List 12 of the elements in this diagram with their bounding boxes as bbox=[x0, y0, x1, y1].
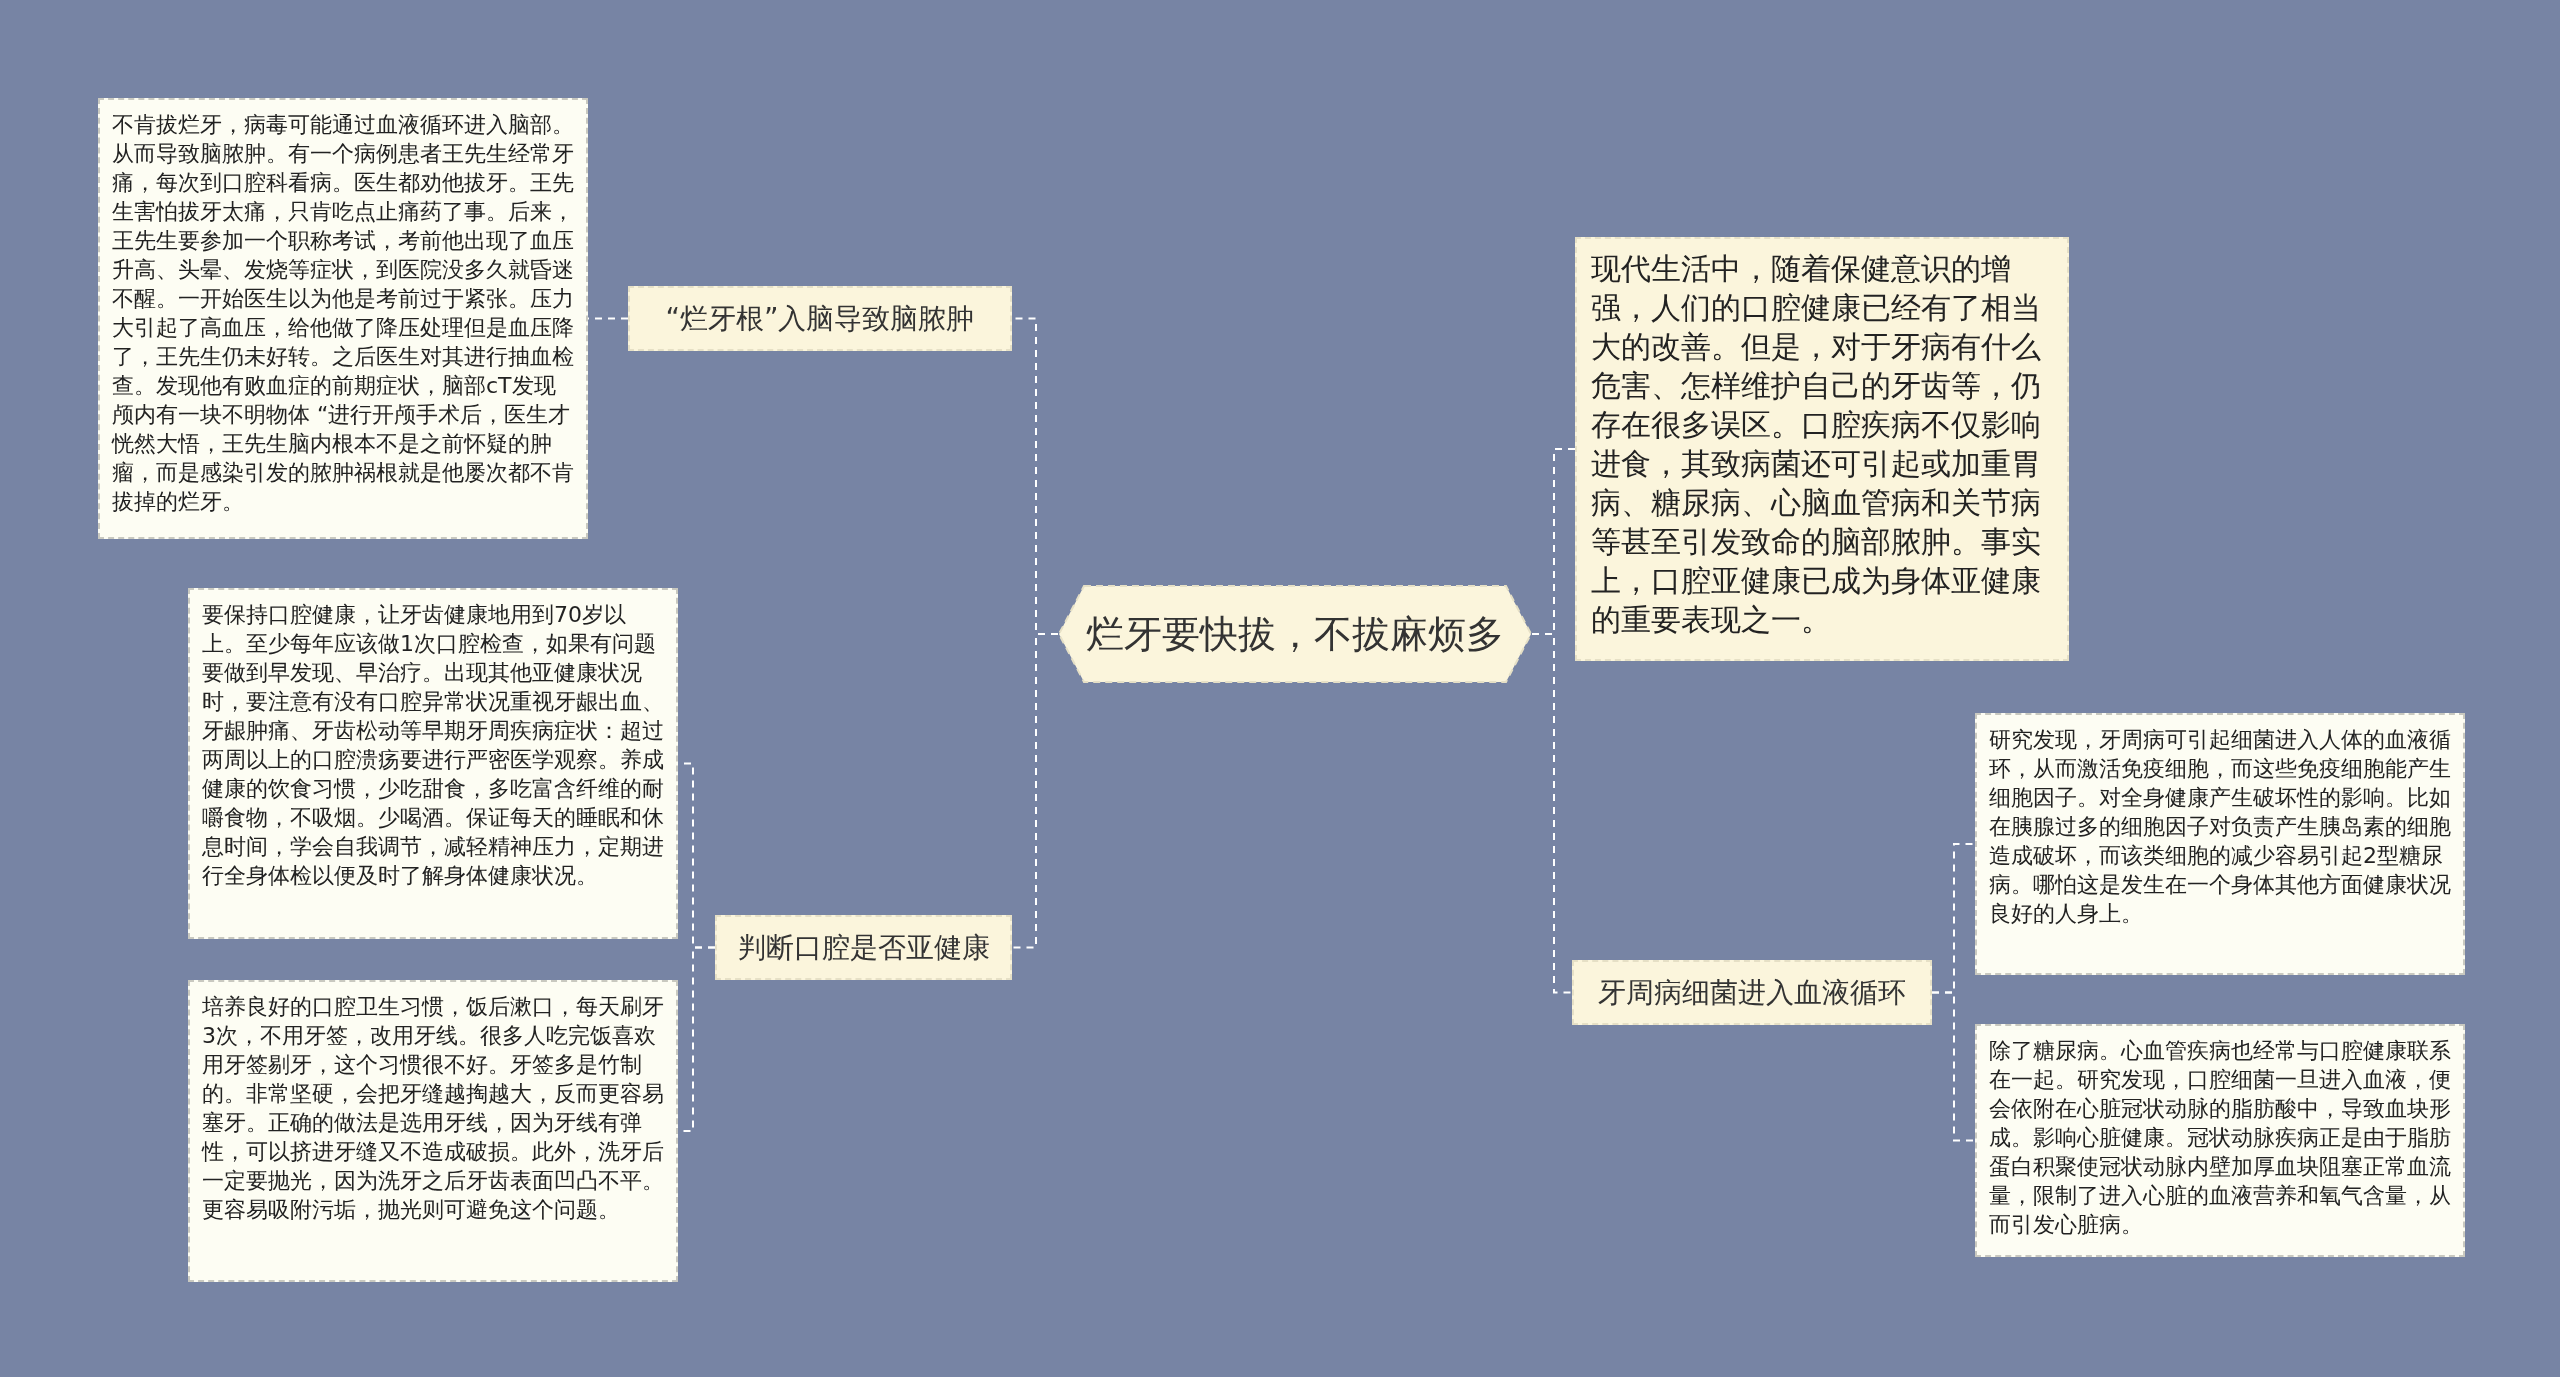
note-card: 不肯拔烂牙，病毒可能通过血液循环进入脑部。从而导致脑脓肿。有一个病例患者王先生经常牙痛，每次到口腔科看病。医生都劝他拔牙。王先生害怕拔牙太痛，只肯吃点止痛药了事。后来，王先生要参加一个职称考试，考前他出现了血压升高、头晕、发烧等症状，到医院没多久就昏迷不醒。一开始医生以为他是考前过于紧张。压力大引起了高血压，给他做了降压处理但是血压降了，王先生仍未好转。之后医生对其进行抽血检查。发现他有败血症的前期症状，脑部cT发现颅内有一块不明物体 “进行开颅手术后，医生才恍然大悟，王先生脑内根本不是之前怀疑的肿瘤，而是感染引发的脓肿祸根就是他屡次都不肯拔掉的烂牙。 bbox=[98, 98, 588, 539]
branch-box: 判断口腔是否亚健康 bbox=[715, 915, 1012, 980]
branch-box: 牙周病细菌进入血液循环 bbox=[1572, 960, 1932, 1025]
branch-box: “烂牙根”入脑导致脑脓肿 bbox=[628, 286, 1012, 351]
connector-line bbox=[1011, 633, 1059, 949]
note-card: 现代生活中，随着保健意识的增强，人们的口腔健康已经有了相当大的改善。但是，对于牙病有什么危害、怎样维护自己的牙齿等，仍存在很多误区。口腔疾病不仅影响进食，其致病菌还可引起或加重胃病、糖尿病、心脑血管病和关节病等甚至引发致命的脑部脓肿。事实上，口腔亚健康已成为身体亚健康的重要表现之一。 bbox=[1575, 237, 2069, 661]
note-card: 除了糖尿病。心血管疾病也经常与口腔健康联系在一起。研究发现，口腔细菌一旦进入血液，便会依附在心脏冠状动脉的脂肪酸中，导致血块形成。影响心脏健康。冠状动脉疾病正是由于脂肪蛋白积聚使冠状动脉内壁加厚血块阻塞正常血流量，限制了进入心脏的血液营养和氧气含量，从而引发心脏病。 bbox=[1975, 1024, 2465, 1257]
note-card: 研究发现，牙周病可引起细菌进入人体的血液循环，从而激活免疫细胞，而这些免疫细胞能产生细胞因子。对全身健康产生破坏性的影响。比如在胰腺过多的细胞因子对负责产生胰岛素的细胞造成破坏，而该类细胞的减少容易引起2型糖尿病。哪怕这是发生在一个身体其他方面健康状况良好的人身上。 bbox=[1975, 713, 2465, 975]
note-card: 要保持口腔健康，让牙齿健康地用到70岁以上。至少每年应该做1次口腔检查，如果有问题要做到早发现、早治疗。出现其他亚健康状况时，要注意有没有口腔异常状况重视牙龈出血、牙龈肿痛、牙齿松动等早期牙周疾病症状：超过两周以上的口腔溃疡要进行严密医学观察。养成健康的饮食习惯，少吃甜食，多吃富含纤维的耐嚼食物，不吸烟。少喝酒。保证每天的睡眠和休息时间，学会自我调节，减轻精神压力，定期进行全身体检以便及时了解身体健康状况。 bbox=[188, 588, 678, 939]
topic-hexagon: 烂牙要快拔，不拔麻烦多 bbox=[1058, 585, 1532, 683]
connector-line bbox=[1931, 991, 1976, 1142]
note-card: 培养良好的口腔卫生习惯，饭后漱口，每天刷牙3次，不用牙签，改用牙线。很多人吃完饭喜欢用牙签剔牙，这个习惯很不好。牙签多是竹制的。非常坚硬，会把牙缝越掏越大，反而更容易塞牙。正确的做法是选用牙线，因为牙线有弹性，可以挤进牙缝又不造成破损。此外，洗牙后一定要抛光，因为洗牙之后牙齿表面凹凸不平。更容易吸附污垢，抛光则可避免这个问题。 bbox=[188, 980, 678, 1282]
